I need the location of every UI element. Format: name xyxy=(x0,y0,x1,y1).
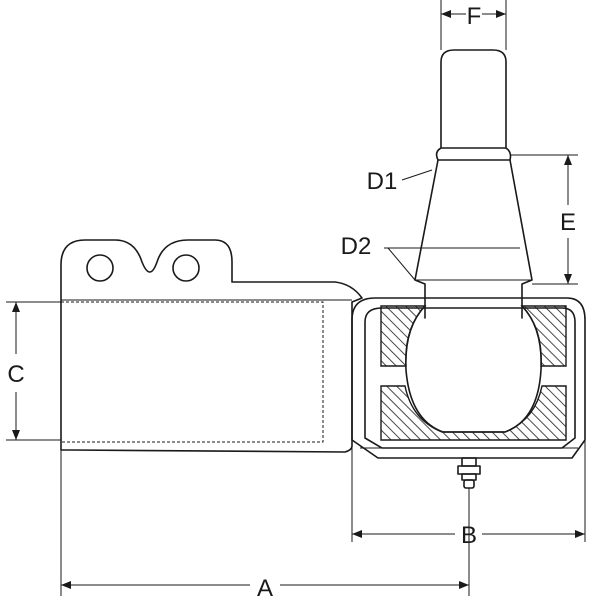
dimension-labels: F E D1 D2 C B A xyxy=(7,3,576,600)
mounting-hole-left xyxy=(86,254,114,282)
label-d1: D1 xyxy=(367,168,398,195)
ball xyxy=(405,305,542,433)
dimension-lines xyxy=(6,0,586,596)
label-f: F xyxy=(467,3,482,30)
label-e: E xyxy=(560,209,576,236)
label-b: B xyxy=(461,522,477,549)
shank-body xyxy=(60,239,363,453)
thread-bore-outline xyxy=(60,301,324,443)
label-c: C xyxy=(7,361,24,388)
grease-fitting xyxy=(457,457,481,489)
ball-stud xyxy=(414,49,533,319)
label-a: A xyxy=(257,575,273,600)
mounting-hole-right xyxy=(172,254,200,282)
bearing-inserts xyxy=(380,305,567,441)
label-d2: D2 xyxy=(341,233,372,260)
